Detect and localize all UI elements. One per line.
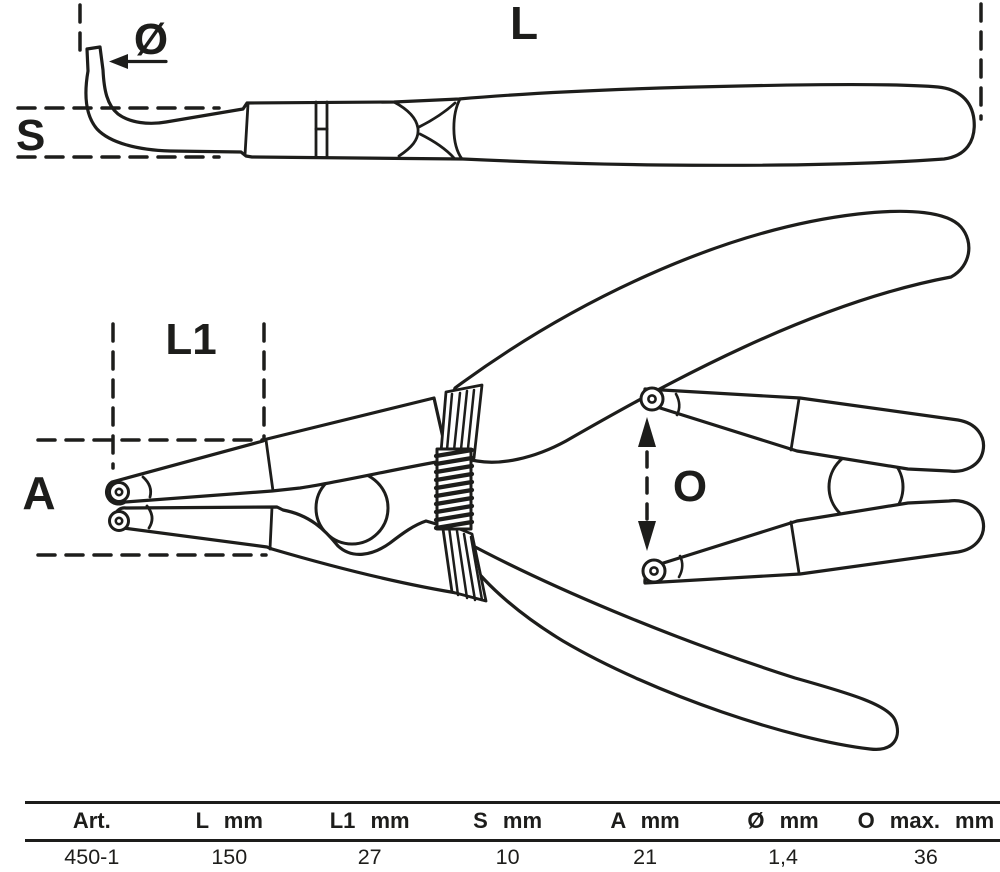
inset-lower-tip-hole — [649, 566, 659, 576]
upper-jaw-tip-circle — [108, 481, 130, 503]
opening-arrow-up — [638, 417, 656, 447]
lower-jaw-tip-circle — [108, 510, 130, 532]
inset-lower-tip-cap-line — [677, 554, 684, 579]
cell-jaw-span: 21 — [633, 845, 658, 869]
cell-max-opening: 36 — [913, 845, 938, 869]
side-view: L Ø S — [16, 0, 983, 167]
label-tip-length: L1 — [165, 315, 216, 364]
cell-tip-diameter: 1,4 — [768, 845, 798, 869]
inset-upper-tip-cap-line — [674, 392, 681, 417]
lower-jaw-arm — [112, 505, 465, 596]
opening-arrow-down — [638, 521, 656, 551]
col-header-diameter: Ø mm — [747, 808, 819, 833]
lower-jaw-step-edge — [268, 505, 274, 551]
spec-data-row: 450-1 150 27 10 21 1,4 36 — [25, 841, 1000, 872]
upper-jaw-tip-hole — [114, 487, 124, 497]
upper-handle — [446, 209, 971, 464]
inset-view: O — [638, 386, 986, 585]
col-header-a: A mm — [610, 808, 680, 833]
col-header-o-max: O max. mm — [857, 808, 995, 833]
col-header-l1: L1 mm — [329, 808, 410, 833]
inset-lower-arm — [643, 499, 986, 585]
drawing-svg: L Ø S — [16, 0, 986, 751]
inset-lower-arm-divider — [789, 520, 801, 575]
label-overall-length: L — [510, 0, 538, 49]
handle-cap-edge — [452, 97, 464, 161]
inset-upper-tip-circle — [639, 386, 665, 412]
inset-upper-arm-divider — [789, 397, 801, 452]
pivot-lens-bottom — [418, 132, 456, 160]
spec-header-row: Art. L mm L1 mm S mm A mm Ø mm O max. mm — [25, 803, 1000, 841]
inset-lower-tip-circle — [641, 558, 667, 584]
upper-jaw-arm — [105, 396, 450, 506]
side-view-outline — [84, 45, 976, 167]
col-header-l: L mm — [195, 808, 263, 833]
jaw-block-left-edge — [243, 102, 250, 157]
spec-table-wrap: Art. L mm L1 mm S mm A mm Ø mm O max. mm… — [25, 801, 1000, 872]
inset-upper-tip-hole — [647, 394, 657, 404]
lower-jaw-tip-hole — [114, 516, 124, 526]
diameter-arrowhead — [109, 54, 128, 69]
pivot-curve — [392, 100, 420, 158]
label-tip-diameter: Ø — [134, 15, 168, 64]
cell-art-number: 450-1 — [64, 845, 120, 869]
col-header-s: S mm — [473, 808, 543, 833]
upper-tip-cap-line — [141, 475, 153, 499]
inset-upper-arm — [643, 387, 986, 473]
return-spring — [433, 447, 475, 531]
label-jaw-span: A — [22, 467, 55, 519]
label-tip-height: S — [16, 111, 45, 160]
lower-handle — [458, 538, 900, 751]
cell-tip-length: 27 — [357, 845, 382, 869]
label-max-opening: O — [673, 462, 707, 511]
lower-tip-cap-line — [145, 504, 154, 530]
cell-length: 150 — [211, 845, 248, 869]
spec-table: Art. L mm L1 mm S mm A mm Ø mm O max. mm… — [25, 801, 1000, 872]
pivot-lens-top — [417, 101, 457, 129]
col-header-art: Art. — [72, 808, 111, 833]
cell-tip-height: 10 — [495, 845, 520, 869]
upper-jaw-step-edge — [264, 438, 275, 493]
main-view: L1 A — [22, 209, 971, 751]
